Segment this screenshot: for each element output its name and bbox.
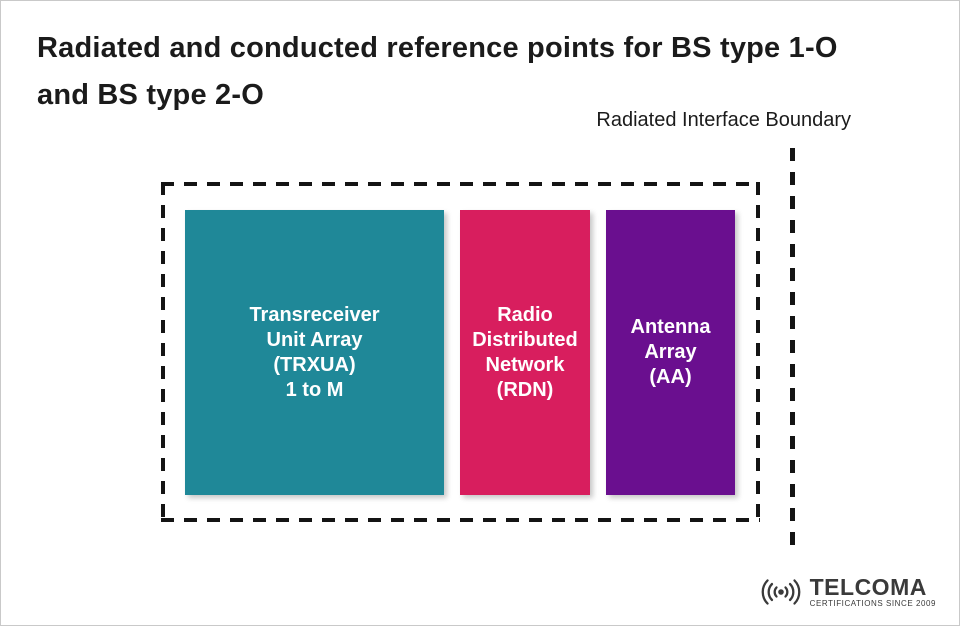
rdn-box-line: Network <box>485 353 565 376</box>
rdn-box: Radio Distributed Network (RDN) <box>460 210 590 495</box>
telcoma-logo-text: TELCOMA CERTIFICATIONS SINCE 2009 <box>809 573 936 608</box>
rdn-box-line: Distributed <box>472 328 578 351</box>
dashed-enclosure-top-edge <box>161 182 760 186</box>
telcoma-logo: TELCOMA CERTIFICATIONS SINCE 2009 <box>757 573 936 608</box>
antenna-array-box-line: (AA) <box>649 366 692 388</box>
trxua-box-line: (TRXUA) <box>273 353 356 376</box>
trxua-box: Transreceiver Unit Array (TRXUA) 1 to M <box>185 210 444 495</box>
antenna-array-box-line: Array <box>644 341 697 363</box>
telcoma-brand-name: TELCOMA <box>809 573 927 600</box>
antenna-array-box: Antenna Array (AA) <box>606 210 735 495</box>
trxua-box-line: Unit Array <box>266 328 363 351</box>
rdn-box-line: Radio <box>497 303 553 326</box>
radiated-interface-boundary-label: Radiated Interface Boundary <box>596 109 851 131</box>
telcoma-tagline: CERTIFICATIONS SINCE 2009 <box>809 598 936 608</box>
page-title-line2: and BS type 2-O <box>37 79 264 111</box>
radiated-interface-boundary-line <box>790 148 795 545</box>
antenna-array-box-line: Antenna <box>630 316 711 338</box>
dashed-enclosure-right-edge <box>756 182 760 522</box>
radio-waves-icon <box>761 579 801 605</box>
rdn-box-line: (RDN) <box>496 378 554 401</box>
dashed-enclosure <box>161 182 760 522</box>
dashed-enclosure-bottom-edge <box>161 518 760 522</box>
trxua-box-line: Transreceiver <box>249 303 380 326</box>
trxua-box-line: 1 to M <box>285 378 344 401</box>
page-title: Radiated and conducted reference points … <box>37 25 838 119</box>
dashed-enclosure-left-edge <box>161 182 165 522</box>
page-title-line1: Radiated and conducted reference points … <box>37 32 838 64</box>
